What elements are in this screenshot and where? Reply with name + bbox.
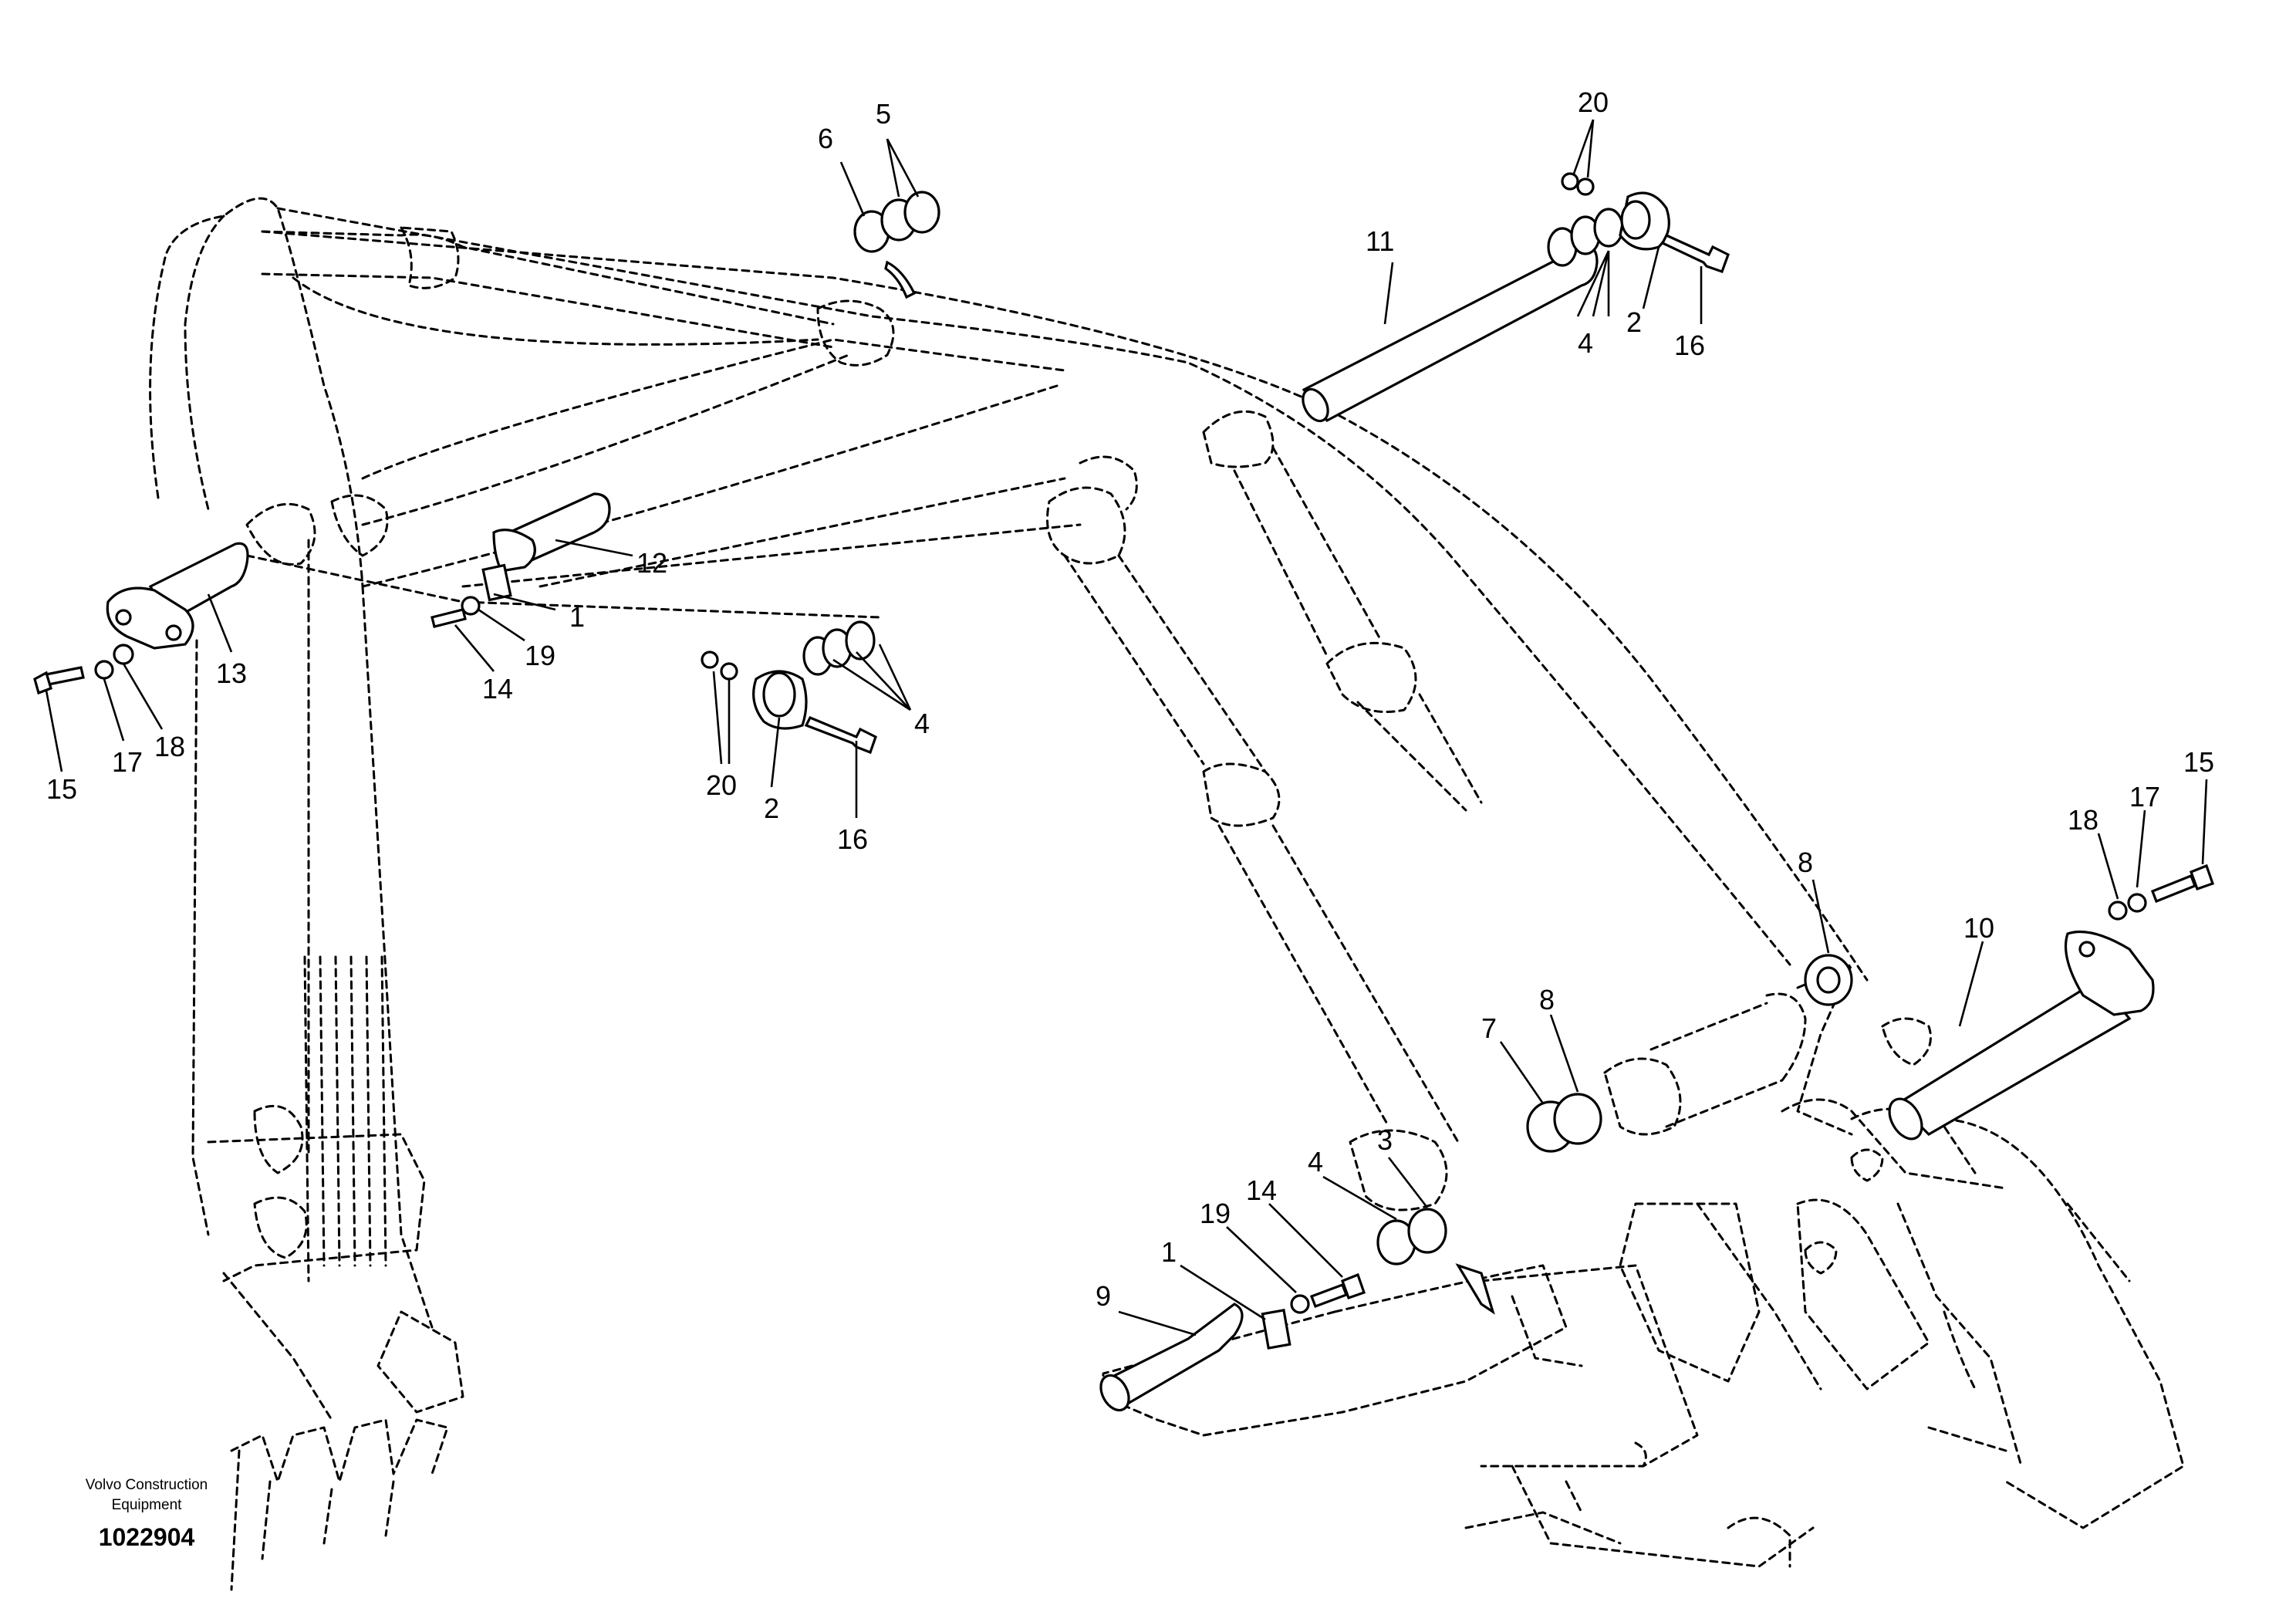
callout-labels: 6 5 20 11 4 2 16 12 1 19 14 13 15 17 18 … xyxy=(46,86,2214,1312)
callout-9: 9 xyxy=(1096,1280,1111,1312)
callout-6: 6 xyxy=(818,123,833,154)
callout-4-upper: 4 xyxy=(1578,327,1593,359)
callout-17-right: 17 xyxy=(2129,781,2160,813)
drawing-footer: Volvo Construction Equipment 1022904 xyxy=(86,1477,208,1551)
callout-5: 5 xyxy=(876,98,891,130)
callout-19-lower: 19 xyxy=(1200,1198,1231,1229)
pin-10 xyxy=(1888,863,2215,1140)
callout-15-right: 15 xyxy=(2183,746,2214,778)
drawing-number: 1022904 xyxy=(99,1523,195,1551)
callout-17-left: 17 xyxy=(112,746,143,778)
washers-5-6 xyxy=(853,191,940,299)
washer-set-upper xyxy=(1547,172,1730,274)
pin-12 xyxy=(430,492,611,628)
callout-7: 7 xyxy=(1481,1012,1497,1044)
callout-18-left: 18 xyxy=(154,731,185,762)
callout-16-middle: 16 xyxy=(837,823,868,855)
callout-3: 3 xyxy=(1377,1124,1393,1156)
callout-2-middle: 2 xyxy=(764,792,779,824)
callout-1-lower: 1 xyxy=(1161,1236,1177,1268)
pin-9 xyxy=(1099,1272,1366,1412)
callout-14-lower: 14 xyxy=(1246,1174,1277,1206)
callout-1-upper: 1 xyxy=(569,601,585,633)
callout-11: 11 xyxy=(1366,225,1394,257)
pin-11 xyxy=(1302,245,1599,423)
parts xyxy=(33,172,2215,1412)
callout-19-upper: 19 xyxy=(525,640,555,671)
washers-8-7 xyxy=(1526,954,1853,1153)
callout-10: 10 xyxy=(1963,912,1994,944)
callout-20-upper: 20 xyxy=(1578,86,1609,118)
collar-set-middle xyxy=(701,620,877,755)
callout-8-right: 8 xyxy=(1798,846,1813,878)
leader-lines xyxy=(45,119,2208,1336)
washers-4-3-lower xyxy=(1376,1208,1495,1315)
company-name-line1: Volvo Construction xyxy=(86,1477,208,1493)
callout-16-upper: 16 xyxy=(1674,329,1705,361)
pin-13 xyxy=(33,542,249,695)
callout-14-upper: 14 xyxy=(482,673,513,705)
callout-12: 12 xyxy=(636,547,667,579)
callout-4-lower: 4 xyxy=(1308,1146,1323,1178)
machine-outline xyxy=(149,197,2185,1591)
callout-15-left: 15 xyxy=(46,773,77,805)
callout-20-middle: 20 xyxy=(706,769,737,801)
company-name-line2: Equipment xyxy=(112,1497,183,1513)
callout-8-lower: 8 xyxy=(1539,984,1555,1015)
callout-13: 13 xyxy=(216,657,247,689)
callout-18-right: 18 xyxy=(2068,804,2098,836)
callout-2-upper: 2 xyxy=(1626,306,1642,338)
callout-4-middle: 4 xyxy=(914,708,930,739)
